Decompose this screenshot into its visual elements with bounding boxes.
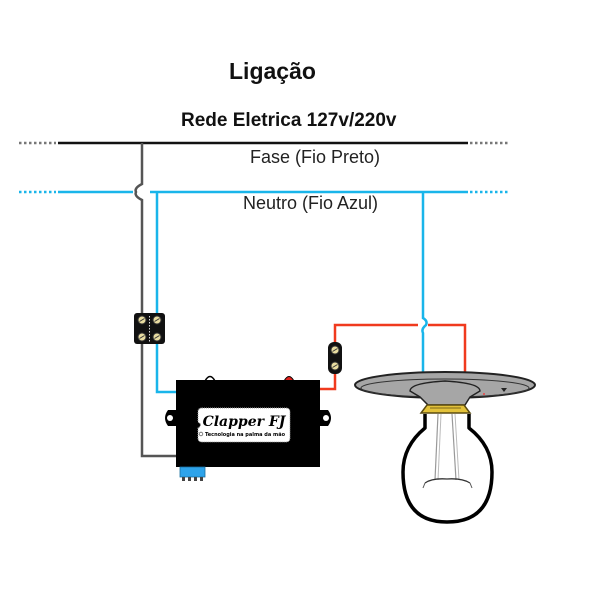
neutral-wire-label: Neutro (Fio Azul) [243, 193, 379, 213]
phase-wire-label: Fase (Fio Preto) [250, 147, 381, 167]
clapper-device-icon: Clapper FJ Tecnologia na palma da mão [165, 375, 331, 481]
terminal-block-icon [134, 313, 165, 344]
neutral-drop-wire-device [155, 192, 176, 394]
light-bulb-icon [401, 413, 494, 524]
return-terminal-icon [328, 342, 342, 374]
device-brand: Clapper FJ [203, 414, 287, 430]
neutral-drop-wire-lamp [421, 192, 428, 372]
phase-drop-wire [134, 143, 176, 458]
device-tagline: Tecnologia na palma da mão [205, 432, 286, 438]
diagram-title: Ligação [229, 58, 316, 84]
network-label: Rede Eletrica 127v/220v [181, 110, 397, 131]
lamp-holder-icon [354, 371, 536, 414]
